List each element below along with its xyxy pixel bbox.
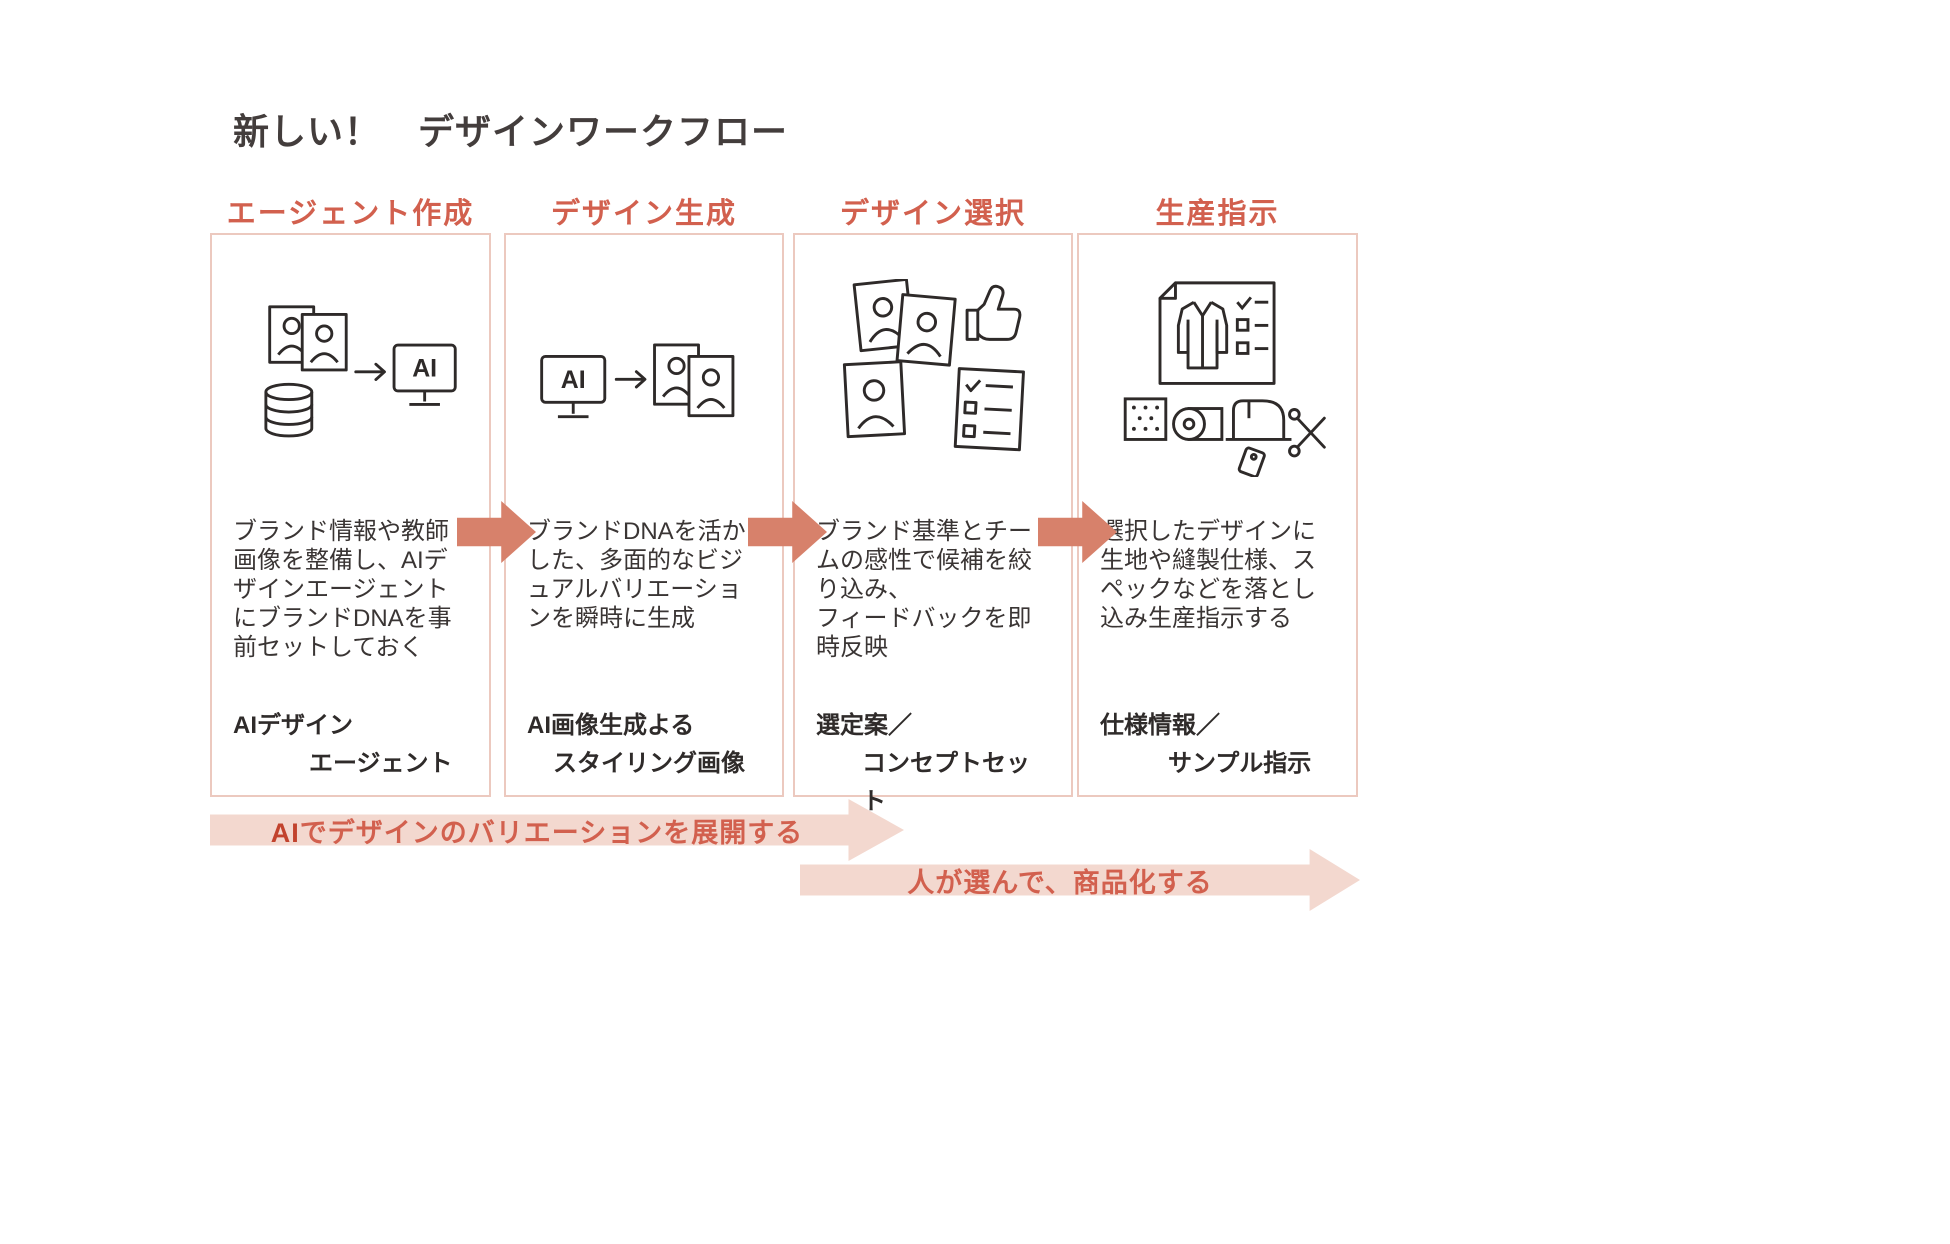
step-description: ブランド基準とチームの感性で候補を絞り込み、 フィードバックを即時反映 [816, 518, 1032, 661]
step-header-design-selection: デザイン選択 [839, 198, 1026, 230]
step-card-design-generation: AI ブランドDNAを活かした、多面的なビジュアルバリエーションを瞬時に生成 A… [504, 233, 784, 797]
diagram-title: 新しい！ デザインワークフロー [233, 111, 789, 152]
step-header-production-order: 生産指示 [1155, 198, 1280, 230]
step-output-label: 選定案／ コンセプトセット [816, 712, 1030, 815]
human-phase-label: 人が選んで、商品化する [907, 867, 1213, 898]
step-card-agent-creation: AI ブランド情報や教師画像を整備し、AIデザインエージェントにブランドDNAを… [210, 233, 491, 797]
sewing-machine-icon [1225, 399, 1291, 441]
ai-monitor-label: AI [561, 366, 586, 394]
photos-database-to-ai-icon: AI [241, 303, 461, 446]
step-description: 選択したデザインに生地や縫製仕様、スペックなどを落とし込み生産指示する [1100, 518, 1316, 632]
ai-monitor-label: AI [412, 355, 437, 383]
checklist-icon [953, 367, 1025, 452]
production-spec-icon [1102, 279, 1334, 478]
fabric-swatch-icon [1123, 397, 1167, 441]
fabric-roll-icon [1171, 407, 1223, 441]
step-output-label: 仕様情報／ サンプル指示 [1100, 712, 1312, 777]
ai-to-styling-images-icon: AI [534, 343, 754, 448]
ai-phase-label-highlight: AI [270, 817, 300, 848]
ai-phase-label: AIでデザインのバリエーションを展開する [270, 817, 804, 848]
step-card-design-selection: ブランド基準とチームの感性で候補を絞り込み、 フィードバックを即時反映 選定案／… [793, 233, 1073, 815]
step-header-design-generation: デザイン生成 [550, 198, 737, 230]
step-output-label: AIデザイン エージェント [233, 712, 453, 777]
human-selection-review-icon [821, 279, 1045, 469]
human-phase-arrow-band: 人が選んで、商品化する [800, 849, 1360, 911]
thumbs-up-icon [965, 284, 1022, 341]
spec-checklist-icon [1235, 296, 1268, 355]
step-description: ブランド情報や教師画像を整備し、AIデザインエージェントにブランドDNAを事前セ… [233, 518, 452, 661]
step-output-label: AI画像生成よる スタイリング画像 [527, 712, 745, 777]
jacket-icon [1176, 300, 1228, 370]
step-header-agent-creation: エージェント作成 [226, 198, 475, 230]
step-description: ブランドDNAを活かした、多面的なビジュアルバリエーションを瞬時に生成 [527, 518, 746, 632]
price-tag-icon [1237, 446, 1266, 478]
step-card-production-order: 選択したデザインに生地や縫製仕様、スペックなどを落とし込み生産指示する 仕様情報… [1077, 233, 1358, 797]
scissors-icon [1287, 408, 1326, 458]
